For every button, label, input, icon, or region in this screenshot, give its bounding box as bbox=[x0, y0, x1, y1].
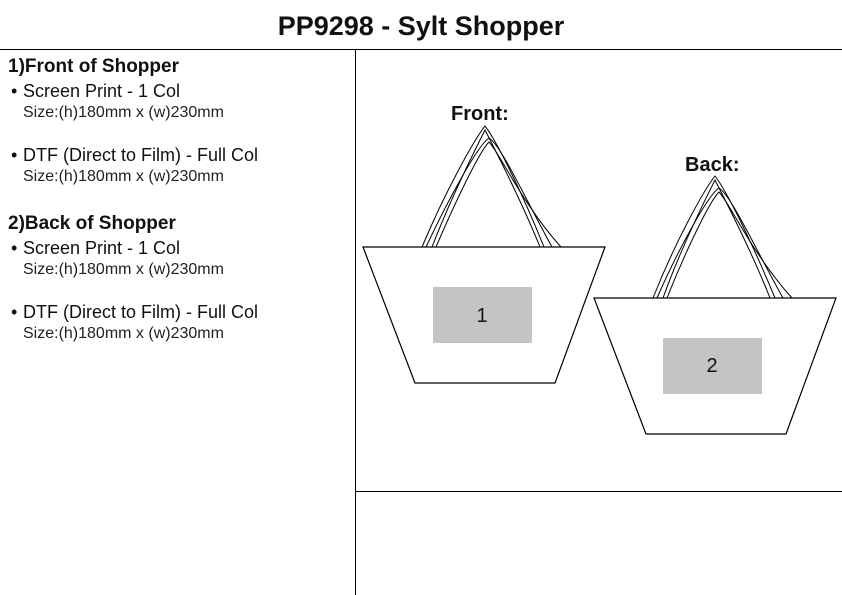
back-section: 2)Back of Shopper •Screen Print - 1 Col … bbox=[8, 212, 353, 345]
option-size: Size:(h)180mm x (w)230mm bbox=[23, 168, 224, 185]
option-method: •Screen Print - 1 Col bbox=[11, 237, 353, 259]
column-divider bbox=[355, 49, 356, 595]
bullet-icon: • bbox=[11, 302, 18, 322]
option-method-text: Screen Print - 1 Col bbox=[23, 238, 181, 258]
header-divider bbox=[0, 49, 842, 50]
option-method-text: DTF (Direct to Film) - Full Col bbox=[23, 302, 258, 322]
front-label: Front: bbox=[451, 103, 509, 125]
section-title: 1)Front of Shopper bbox=[8, 56, 179, 77]
option-size: Size:(h)180mm x (w)230mm bbox=[23, 104, 224, 121]
shopper-diagram: Front: 1 Back: 2 bbox=[362, 103, 837, 435]
front-handle bbox=[421, 125, 562, 248]
front-section: 1)Front of Shopper •Screen Print - 1 Col… bbox=[8, 55, 353, 188]
option-method: •DTF (Direct to Film) - Full Col bbox=[11, 301, 353, 323]
back-print-area-number: 2 bbox=[706, 355, 717, 377]
front-print-area-number: 1 bbox=[476, 305, 487, 327]
back-bag: Back: 2 bbox=[593, 154, 837, 435]
back-label: Back: bbox=[685, 154, 739, 176]
print-options-panel: 1)Front of Shopper •Screen Print - 1 Col… bbox=[8, 55, 353, 345]
back-print-area bbox=[663, 338, 762, 394]
front-bag: Front: 1 bbox=[362, 103, 606, 384]
bullet-icon: • bbox=[11, 145, 18, 165]
option-method: •Screen Print - 1 Col bbox=[11, 80, 353, 102]
option-method: •DTF (Direct to Film) - Full Col bbox=[11, 144, 353, 166]
option-method-text: DTF (Direct to Film) - Full Col bbox=[23, 145, 258, 165]
bullet-icon: • bbox=[11, 238, 18, 258]
page-title: PP9298 - Sylt Shopper bbox=[277, 11, 565, 41]
option-size: Size:(h)180mm x (w)230mm bbox=[23, 325, 224, 342]
section-title: 2)Back of Shopper bbox=[8, 213, 176, 234]
option-size: Size:(h)180mm x (w)230mm bbox=[23, 261, 224, 278]
back-handle bbox=[652, 175, 793, 299]
front-print-area bbox=[433, 287, 532, 343]
image-panel-divider bbox=[355, 491, 842, 492]
option-method-text: Screen Print - 1 Col bbox=[23, 81, 181, 101]
bullet-icon: • bbox=[11, 81, 18, 101]
